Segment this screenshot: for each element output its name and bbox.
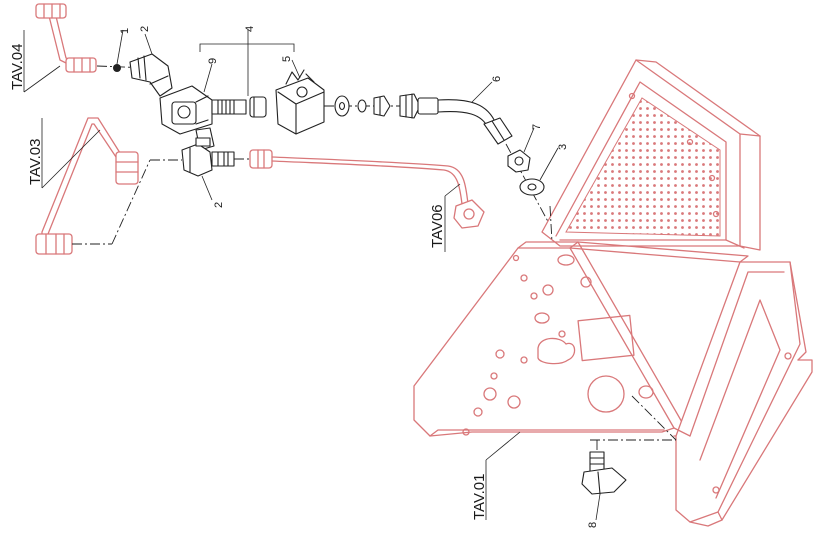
label-tav03: TAV.03 [27,139,44,185]
washer-a [334,95,350,117]
label-5: 5 [281,56,293,62]
label-4: 4 [244,26,256,32]
part-7-nut [507,149,531,173]
part-5-solenoid-coil [275,69,325,135]
nut-a [373,95,391,117]
part-2-elbow-top [129,53,173,97]
part-1-ball [113,64,121,72]
pipe-tav03 [35,117,139,255]
part-9-valve-body [159,85,215,151]
label-tav04: TAV.04 [9,44,26,90]
label-1: 1 [119,28,131,34]
nut-b [399,93,421,119]
label-6: 6 [491,76,503,82]
pipe-tav04 [35,3,97,73]
part-3-washer [519,178,545,196]
label-8: 8 [587,522,599,528]
label-tav01: TAV.01 [471,474,488,520]
part-4-armature [211,96,267,118]
chassis-frame-tav01 [413,239,813,527]
part-8-screw [581,451,627,495]
label-9: 9 [207,58,219,64]
part-6-flex-hose [417,97,513,145]
pipe-tav06 [249,149,485,229]
label-tav06: TAV06 [429,204,446,248]
rear-frame-perforated [541,59,761,251]
part-2-tee-middle [181,137,235,177]
label-2-middle: 2 [213,202,225,208]
label-7: 7 [531,124,543,130]
o-ring [357,99,367,113]
label-2-top: 2 [139,26,151,32]
label-3: 3 [557,144,569,150]
